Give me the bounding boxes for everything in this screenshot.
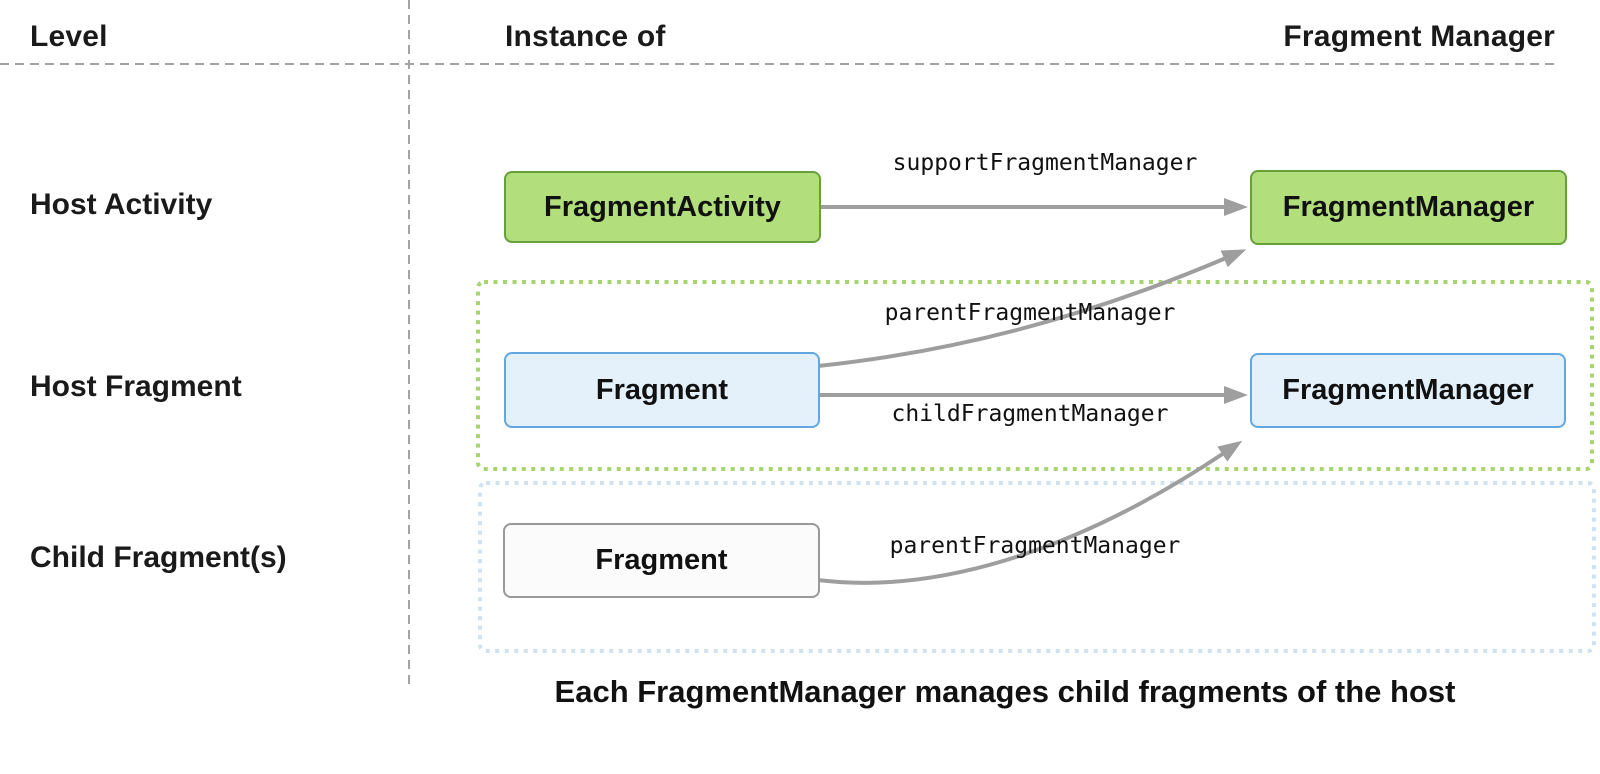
node-fragment-activity: FragmentActivity <box>504 171 821 243</box>
node-activity-fragment-manager: FragmentManager <box>1250 170 1567 245</box>
row-label-host-fragment: Host Fragment <box>30 370 242 403</box>
edge-label-parent-fragment-manager-host: parentFragmentManager <box>884 300 1176 326</box>
node-child-fragment: Fragment <box>503 523 820 598</box>
edge-label-support-fragment-manager: supportFragmentManager <box>892 150 1198 176</box>
diagram-caption: Each FragmentManager manages child fragm… <box>554 674 1456 709</box>
node-host-fragment: Fragment <box>504 352 820 428</box>
node-fragment-fragment-manager: FragmentManager <box>1250 353 1566 428</box>
column-header-instance-of: Instance of <box>505 20 666 53</box>
edge-parent-fragment-manager-child <box>817 440 1243 585</box>
edge-label-child-fragment-manager: childFragmentManager <box>891 401 1169 427</box>
row-label-host-activity: Host Activity <box>30 188 213 221</box>
row-label-child-fragments: Child Fragment(s) <box>30 541 287 574</box>
edge-label-parent-fragment-manager-child: parentFragmentManager <box>889 533 1181 559</box>
edge-parent-fragment-manager-host <box>817 249 1247 368</box>
column-header-level: Level <box>30 20 108 53</box>
host-fragment-group-border <box>476 280 1594 471</box>
child-fragment-group-border <box>478 481 1596 653</box>
column-header-fragment-manager: Fragment Manager <box>1283 20 1555 53</box>
